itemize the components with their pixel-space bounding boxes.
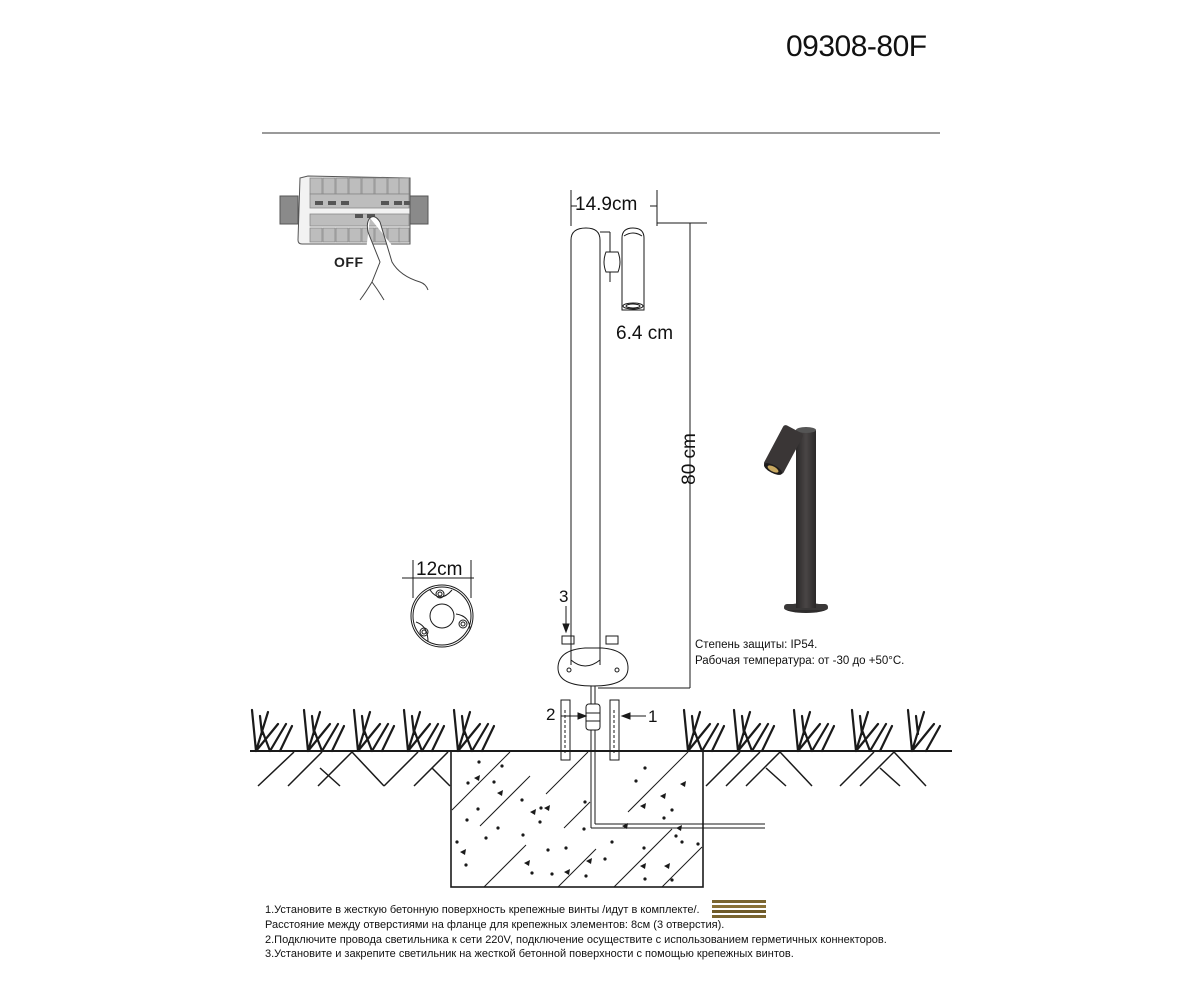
bollard-drawing	[557, 190, 765, 829]
concrete-aggregate	[455, 760, 700, 882]
concrete-hatching	[451, 751, 703, 888]
callout-anchor: 1	[648, 707, 658, 726]
instruction-1: 1.Установите в жесткую бетонную поверхно…	[265, 904, 700, 916]
instruction-2: 2.Подключите провода светильника к сети …	[265, 934, 887, 946]
callout-connector: 2	[546, 705, 556, 724]
bollard-spotlight-photo-icon	[763, 425, 828, 613]
bolts-photo-icon	[712, 900, 766, 918]
circuit-breaker-hand-icon	[279, 175, 429, 301]
spec-temperature: Рабочая температура: от -30 до +50°C.	[695, 655, 905, 667]
width-dimension: 14.9cm	[575, 194, 638, 215]
base-top-view	[402, 560, 474, 648]
grass-icon	[250, 708, 942, 753]
soil-hatching	[257, 751, 927, 787]
height-dimension: 80 cm	[679, 433, 700, 485]
breaker-off-label: OFF	[334, 254, 364, 270]
base-diameter-dimension: 12cm	[416, 559, 463, 580]
callout-screw: 3	[559, 587, 569, 606]
instruction-1-detail: Расстояние между отверстиями на фланце д…	[265, 919, 725, 931]
model-number: 09308-80F	[786, 30, 927, 63]
spec-protection: Степень защиты: IP54.	[695, 639, 818, 651]
instruction-3: 3.Установите и закрепите светильник на ж…	[265, 948, 794, 960]
header-divider	[262, 132, 940, 134]
head-diameter-dimension: 6.4 cm	[616, 323, 674, 344]
ground-surface	[250, 750, 952, 888]
